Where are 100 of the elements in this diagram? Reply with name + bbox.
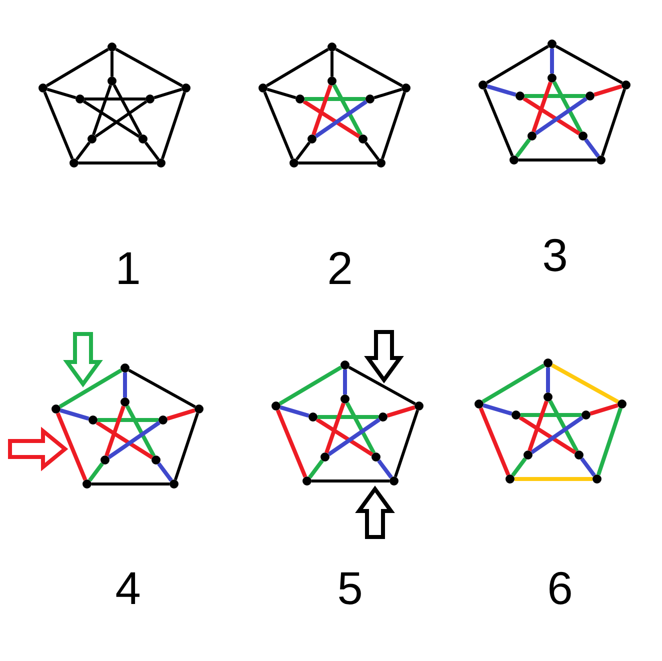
graph-edge <box>386 405 416 418</box>
graph-edge <box>92 84 112 136</box>
graph-edge <box>161 92 186 160</box>
vertex-dot <box>302 476 312 486</box>
graph-edge <box>584 138 600 158</box>
vertex-dot <box>88 416 98 424</box>
graph-edge <box>552 81 583 133</box>
graph-edge <box>144 142 160 160</box>
graph-edge <box>312 480 390 482</box>
vertex-dot <box>596 156 606 164</box>
vertex-dot <box>574 450 584 460</box>
graph-edge <box>92 482 170 486</box>
graph-edge <box>332 84 363 136</box>
vertex-dot <box>70 158 78 168</box>
graph-edge <box>482 403 512 416</box>
graph-edge <box>108 420 160 460</box>
graph-edge <box>478 407 510 476</box>
graph-edge <box>96 420 154 460</box>
graph-edge <box>58 368 122 408</box>
graph-edge <box>594 84 622 97</box>
graph-number: 5 <box>337 565 363 611</box>
vertex-dot <box>120 364 130 372</box>
graph-edge <box>514 477 592 481</box>
vertex-dot <box>544 358 552 368</box>
vertex-dot <box>194 404 204 414</box>
vertex-dot <box>272 402 280 410</box>
graph-edge <box>84 98 146 100</box>
vertex-dot <box>152 456 160 464</box>
vertex-dot <box>120 398 130 406</box>
graph-edge <box>596 408 622 476</box>
graph-edge <box>174 412 199 480</box>
vertex-dot <box>524 450 532 460</box>
graph-edge <box>296 142 310 160</box>
vertex-dot <box>158 416 168 424</box>
graph-edge <box>43 92 74 160</box>
vertex-dot <box>506 474 514 484</box>
graph-edge <box>524 94 586 98</box>
vertex-dot <box>582 410 590 420</box>
graph-number: 3 <box>542 232 568 278</box>
graph-edge <box>76 142 90 160</box>
vertex-dot <box>146 94 154 104</box>
vertex-dot <box>528 132 536 140</box>
graph-edge <box>534 96 588 136</box>
graph-edge <box>123 372 127 398</box>
graph-edge <box>60 408 90 421</box>
graph-edge <box>518 416 576 454</box>
vertex-dot <box>548 40 556 48</box>
vertex-dot <box>516 92 524 100</box>
vertex-dot <box>38 84 48 92</box>
vertex-dot <box>328 76 336 86</box>
vertex-dot <box>138 134 148 144</box>
graph-edge <box>280 405 310 418</box>
graph-number: 1 <box>115 245 141 291</box>
graph-edge <box>128 368 196 408</box>
graph-edge <box>316 418 374 456</box>
graph-edge <box>486 45 549 84</box>
graph-edge <box>94 100 148 138</box>
graph-edge <box>364 142 380 160</box>
graph-edge <box>550 363 620 404</box>
graph-edge <box>532 82 552 132</box>
graph-edge <box>343 370 347 394</box>
vertex-dot <box>592 474 602 484</box>
graph-edge <box>266 48 329 87</box>
vertex-dot <box>618 400 626 408</box>
vertex-dot <box>296 94 304 104</box>
graph-edge <box>374 88 402 100</box>
graph-edge <box>335 48 403 88</box>
graph-number: 6 <box>547 565 573 611</box>
graph-edge <box>104 406 126 456</box>
vertex-dot <box>376 158 386 168</box>
vertex-dot <box>478 80 488 90</box>
graph-edge <box>298 162 376 164</box>
graph-edge <box>483 88 514 156</box>
graph-edge <box>314 100 368 138</box>
vertex-dot <box>390 476 398 486</box>
graph-edge <box>520 413 582 417</box>
vertex-dot <box>170 480 178 488</box>
graph-edge <box>394 410 419 478</box>
graph-edge <box>486 84 516 97</box>
vertex-dot <box>108 42 116 52</box>
vertex-dot <box>182 84 190 92</box>
graph-edge <box>308 459 324 479</box>
vertex-dot <box>586 92 594 100</box>
vertex-dot <box>544 392 552 402</box>
graph-edge <box>302 100 360 138</box>
graph-edge <box>515 138 531 158</box>
graph-edge <box>522 96 580 136</box>
graph-edge <box>590 403 618 416</box>
graph-edge <box>154 88 182 100</box>
graph-edge <box>345 402 376 454</box>
graph-number: 4 <box>115 565 141 611</box>
vertex-dot <box>100 456 110 464</box>
graph-edge <box>88 462 104 482</box>
graph-edge <box>83 100 140 138</box>
vertex-dot <box>308 412 318 422</box>
vertex-dot <box>108 76 116 86</box>
graph-edge <box>46 48 109 87</box>
graph-edge <box>328 418 380 456</box>
vertex-dot <box>378 412 388 422</box>
vertex-dot <box>548 74 556 82</box>
